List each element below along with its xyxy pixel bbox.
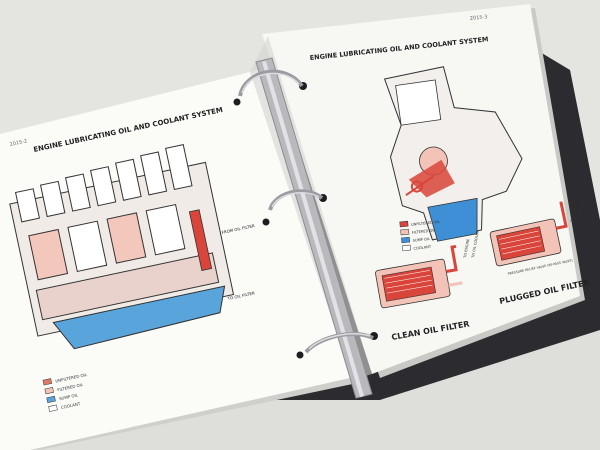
legend-label-unfiltered: UNFILTERED OIL (411, 220, 440, 227)
plugged-callout-top: TO ENGINE (570, 202, 577, 223)
legend-label-filtered: FILTERED OIL (57, 382, 85, 393)
plugged-callout-side: TO OIL COOLER (577, 194, 586, 223)
legend-label-coolant: COOLANT (413, 245, 432, 251)
ring-top (238, 69, 304, 97)
left-callout-from-oil-filter: FROM OIL FILTER (221, 223, 255, 235)
legend-swatch-unfiltered (42, 378, 53, 386)
engine-cutaway-diagram (9, 144, 235, 350)
left-legend: UNFILTERED OIL FILTERED OIL SUMP OIL COO… (42, 372, 88, 412)
legend-swatch-coolant (401, 244, 411, 252)
legend-swatch-sump (46, 395, 56, 404)
legend-label-unfiltered: UNFILTERED OIL (55, 372, 88, 384)
punch-hole-left-bottom (296, 351, 304, 359)
punch-hole-left-top (233, 98, 241, 106)
punch-hole-left-middle (262, 218, 270, 226)
legend-label-filtered: FILTERED OIL (412, 228, 436, 234)
binder-ring-highlights (241, 72, 371, 350)
legend-swatch-unfiltered (399, 220, 409, 228)
legend-swatch-sump (401, 236, 411, 244)
plugged-oil-filter-diagram (489, 201, 568, 267)
clean-callout-side: TO OIL COOLER (471, 230, 480, 259)
binder-spine-highlight (262, 61, 364, 397)
engine-front-diagram (383, 66, 523, 242)
right-page-number: 2015-3 (470, 14, 488, 22)
clean-callout-top: TO ENGINE (463, 238, 470, 259)
clean-oil-filter-diagram (375, 244, 463, 309)
legend-swatch-filtered (44, 387, 54, 395)
legend-label-coolant: COOLANT (60, 401, 81, 410)
left-callout-to-oil-filter: TO OIL FILTER (226, 290, 255, 301)
left-page-number: 2015-2 (9, 138, 28, 148)
legend-swatch-coolant (48, 404, 58, 412)
legend-label-sump: SUMP OIL (413, 237, 431, 243)
right-legend: UNFILTERED OIL FILTERED OIL SUMP OIL COO… (399, 220, 440, 252)
legend-label-sump: SUMP OIL (59, 392, 80, 401)
legend-swatch-filtered (400, 228, 410, 236)
